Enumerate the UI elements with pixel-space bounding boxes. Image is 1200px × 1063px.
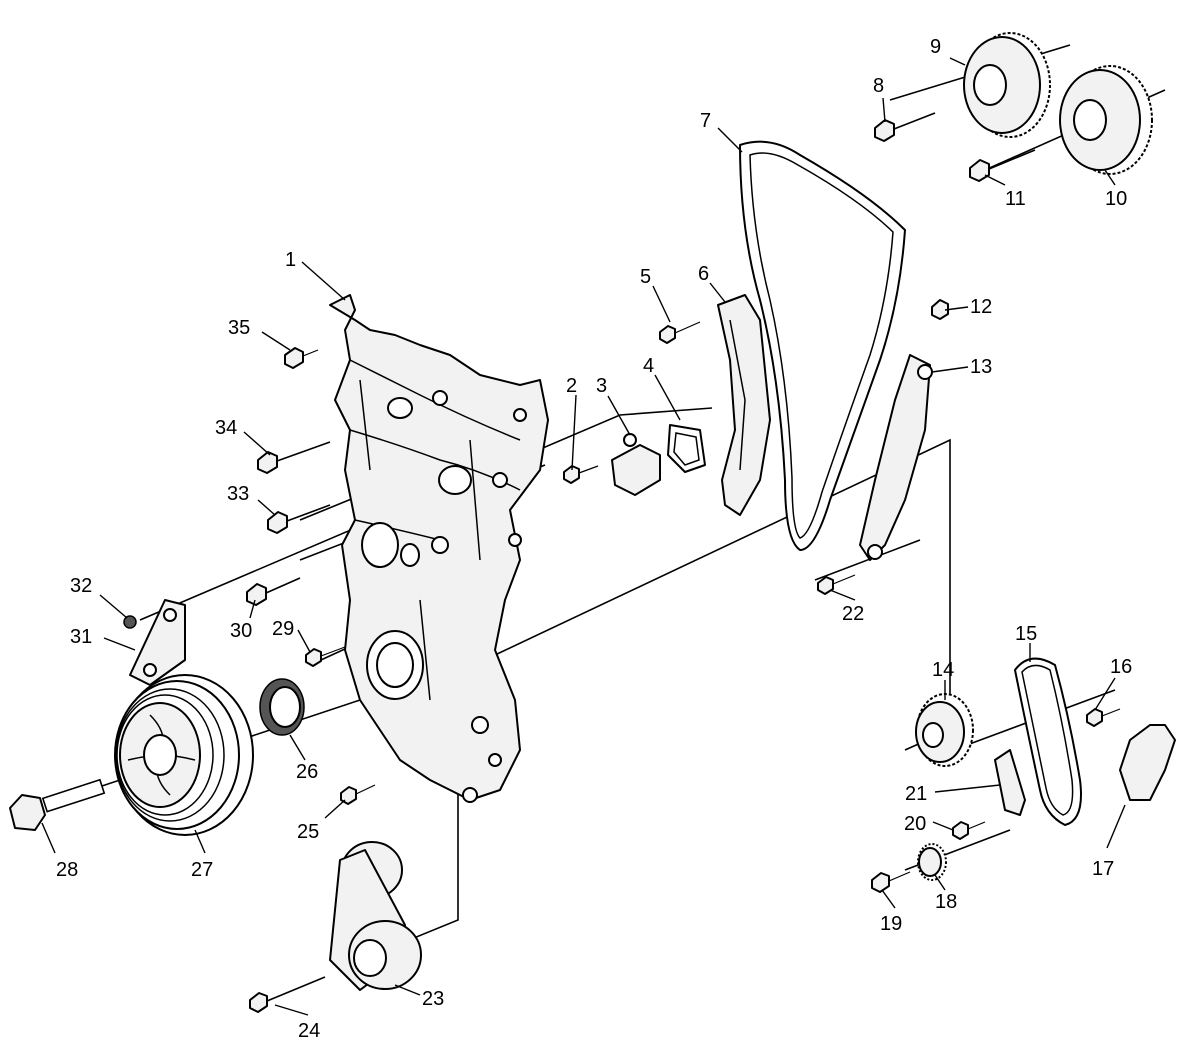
callout-4: 4 [643, 355, 654, 377]
callout-11: 11 [1005, 188, 1026, 210]
balance-chain-guide [994, 749, 1026, 816]
chain-guide-13 [859, 354, 933, 561]
callout-28: 28 [56, 859, 78, 881]
callout-22: 22 [842, 603, 864, 625]
callout-2: 2 [566, 375, 577, 397]
balance-shaft-sprocket [917, 843, 947, 881]
bolt-33 [267, 504, 331, 534]
bolt-19 [871, 871, 911, 893]
callout-16: 16 [1110, 656, 1132, 678]
bolt-11 [969, 149, 1036, 182]
leader-lines [41, 57, 1126, 1016]
balance-shaft-chain [1014, 657, 1082, 826]
bracket [129, 599, 186, 686]
callout-24: 24 [298, 1020, 320, 1042]
callout-26: 26 [296, 761, 318, 783]
bolt-30 [246, 577, 301, 606]
callout-15: 15 [1015, 623, 1037, 645]
tensioner-gasket [667, 424, 706, 473]
callout-33: 33 [227, 483, 249, 505]
callout-20: 20 [904, 813, 926, 835]
bolt-2 [563, 465, 599, 484]
bolt-5 [659, 321, 701, 344]
balancer-bolt [9, 778, 106, 831]
callout-5: 5 [640, 266, 651, 288]
bolt-35 [284, 347, 319, 369]
callout-29: 29 [272, 618, 294, 640]
bolt-34 [257, 441, 331, 474]
callout-8: 8 [873, 75, 884, 97]
chain-guide-6 [717, 294, 771, 516]
callout-3: 3 [596, 375, 607, 397]
callout-25: 25 [297, 821, 319, 843]
balance-chain-tensioner [1119, 724, 1176, 801]
timing-chain [739, 140, 906, 551]
crankshaft-balancer [114, 674, 254, 836]
callout-18: 18 [935, 891, 957, 913]
callout-23: 23 [422, 988, 444, 1010]
callout-1: 1 [285, 249, 296, 271]
callout-32: 32 [70, 575, 92, 597]
callout-numbers: 1 2 3 4 5 6 7 8 9 10 11 12 13 14 15 16 1… [56, 36, 1132, 1042]
callout-7: 7 [700, 110, 711, 132]
callout-27: 27 [191, 859, 213, 881]
bolt-29 [305, 646, 346, 667]
front-cover [329, 294, 549, 803]
callout-13: 13 [970, 356, 992, 378]
callout-21: 21 [905, 783, 927, 805]
bolt-8 [874, 112, 936, 142]
bolt-20 [952, 821, 986, 840]
callout-9: 9 [930, 36, 941, 58]
nut-12 [931, 299, 949, 320]
crankshaft-sprocket [915, 693, 974, 767]
callout-17: 17 [1092, 858, 1114, 880]
timing-chain-tensioner [611, 433, 661, 496]
drive-belt-tensioner [329, 841, 422, 991]
callout-6: 6 [698, 263, 709, 285]
callout-34: 34 [215, 417, 237, 439]
camshaft-sprocket-10 [1059, 65, 1153, 175]
bolt-25 [340, 784, 376, 805]
callout-35: 35 [228, 317, 250, 339]
bolt-16 [1086, 708, 1121, 727]
callout-19: 19 [880, 913, 902, 935]
bolt-24 [249, 976, 326, 1013]
callout-14: 14 [932, 659, 954, 681]
callout-12: 12 [970, 296, 992, 318]
callout-31: 31 [70, 626, 92, 648]
bolt-22 [817, 574, 856, 595]
nut-32 [123, 615, 137, 629]
front-oil-seal [259, 678, 305, 736]
callout-10: 10 [1105, 188, 1127, 210]
callout-30: 30 [230, 620, 252, 642]
camshaft-sprocket-9 [963, 32, 1051, 138]
